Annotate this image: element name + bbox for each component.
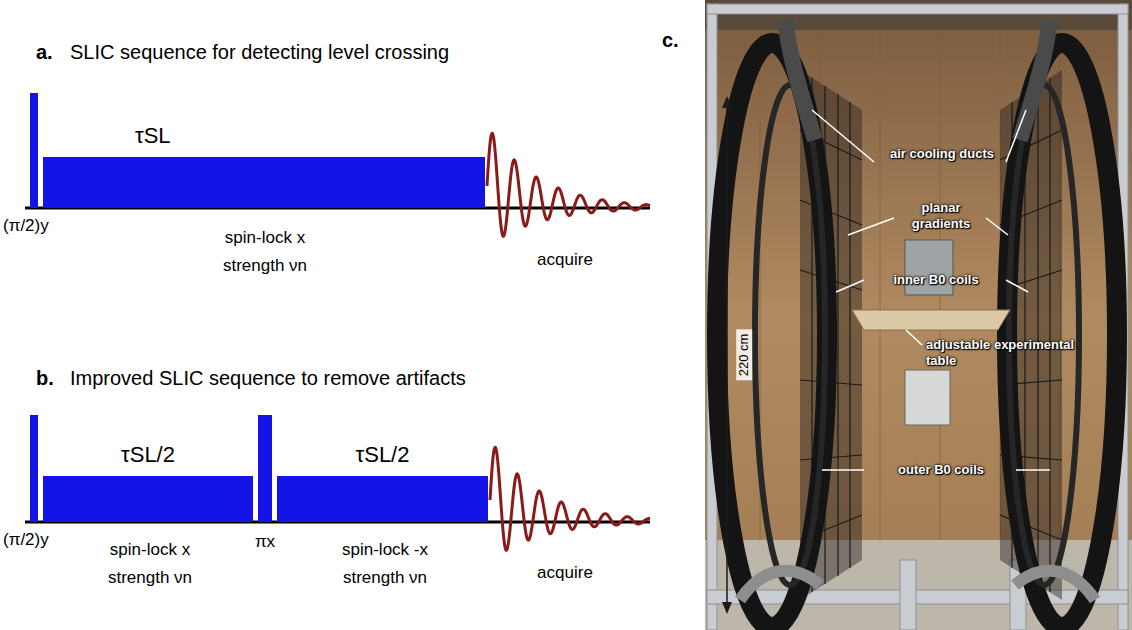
apparatus-photo [705, 0, 1132, 630]
fid-signal [487, 133, 650, 236]
duration-label: τSL [135, 123, 171, 149]
spin-lock-block: τSL/2 [277, 476, 488, 522]
acquire-label: acquire [537, 563, 593, 583]
acquire-label: acquire [537, 250, 593, 270]
pulse-label: (π/2)y [3, 216, 49, 236]
duration-label: τSL/2 [356, 442, 410, 468]
frame [707, 4, 1128, 630]
dimension-arrow [722, 96, 732, 614]
panel-letter: c. [662, 28, 679, 52]
block-label: strength νn [343, 568, 427, 588]
photo-background [705, 0, 1132, 630]
part-label: adjustable experimental table [926, 337, 1076, 368]
pulse-90 [30, 415, 38, 522]
part-label: air cooling ducts [880, 146, 1004, 162]
block-label: strength νn [108, 568, 192, 588]
block-label: strength νn [223, 256, 307, 276]
air-duct [1020, 20, 1050, 140]
electronics-box [905, 370, 950, 425]
panel-letter: b. [36, 366, 54, 390]
leader-lines [812, 110, 1050, 470]
sequence-b [25, 415, 650, 522]
panel-title: Improved SLIC sequence to remove artifac… [70, 366, 466, 390]
dimension-label: 220 cm [736, 330, 752, 381]
block-label: spin-lock x [110, 540, 190, 560]
experimental-table [852, 310, 1010, 330]
spin-lock-block: τSL [43, 157, 485, 208]
part-label: outer B0 coils [868, 462, 1014, 478]
ceiling [705, 0, 1132, 30]
pulse-label: (π/2)y [3, 530, 49, 550]
spin-lock-block: τSL/2 [43, 476, 253, 522]
inner-b0-coil [1009, 85, 1079, 585]
air-hose [1015, 571, 1095, 600]
fid-signal [490, 447, 650, 550]
duration-label: τSL/2 [121, 442, 175, 468]
panel-title: SLIC sequence for detecting level crossi… [70, 40, 449, 64]
pulse-label: πx [255, 532, 275, 552]
pulse-90 [30, 93, 38, 208]
block-label: spin-lock -x [342, 540, 428, 560]
inner-b0-coil [755, 85, 825, 585]
panel-letter: a. [36, 40, 53, 64]
part-label: inner B0 coils [868, 272, 1004, 288]
air-hose [740, 571, 820, 600]
part-label: planar gradients [898, 200, 984, 231]
air-duct [785, 20, 815, 140]
block-label: spin-lock x [225, 228, 305, 248]
fid-group [487, 133, 650, 550]
pulse-180 [258, 415, 272, 522]
